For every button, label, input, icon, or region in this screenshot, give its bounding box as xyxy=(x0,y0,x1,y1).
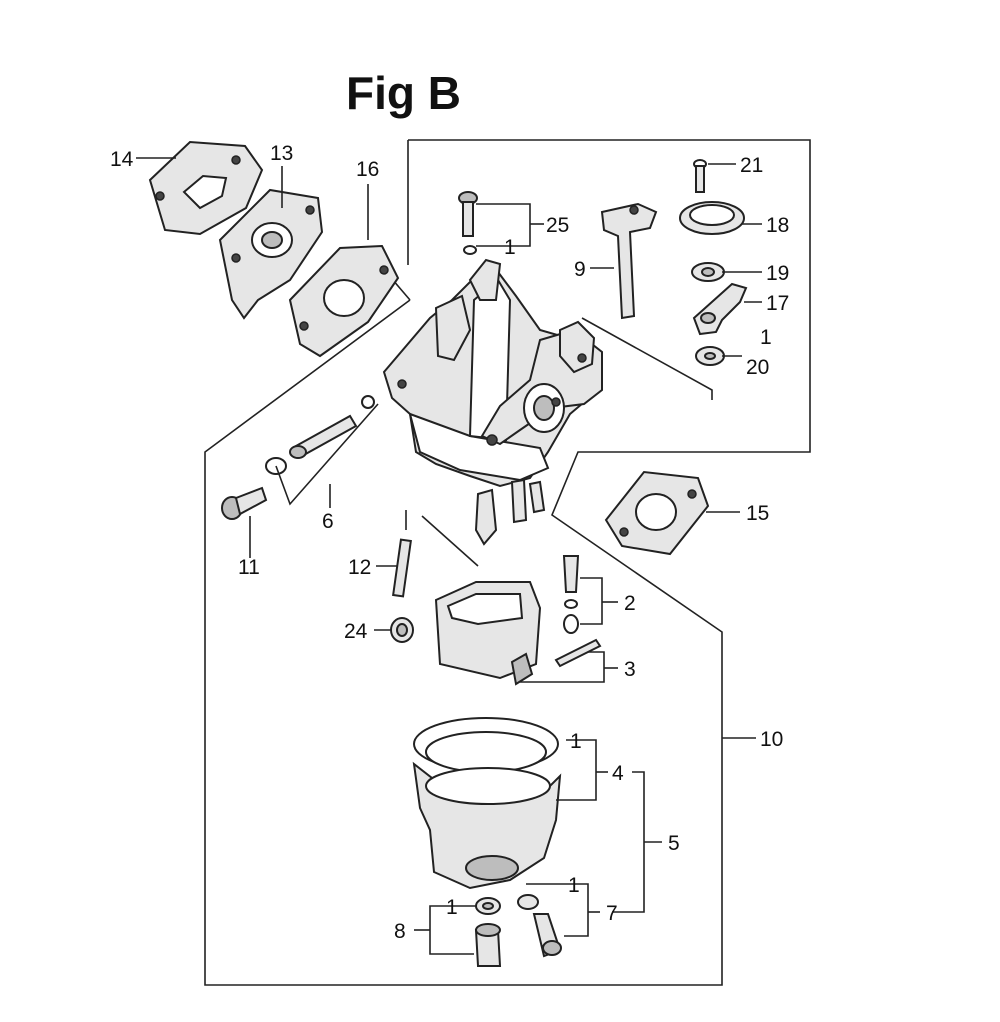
callout-5: 5 xyxy=(668,832,680,855)
part-3-float-pin xyxy=(554,638,602,668)
callout-1-washer: 1 xyxy=(504,236,516,259)
callout-14: 14 xyxy=(110,148,134,171)
part-14-insulator-gasket xyxy=(148,140,264,236)
callout-17: 17 xyxy=(766,292,789,315)
callout-6: 6 xyxy=(322,510,334,533)
carburetor-body xyxy=(382,258,603,546)
callout-10: 10 xyxy=(760,728,783,751)
callout-2: 2 xyxy=(624,592,636,615)
part-12-float-pin xyxy=(392,538,412,598)
callout-11: 11 xyxy=(238,556,260,579)
figure-title: Fig B xyxy=(346,67,461,119)
part-6-pilot-screw xyxy=(289,395,375,459)
callout-1-screw: 1 xyxy=(568,874,580,897)
part-13-carb-spacer xyxy=(218,188,324,320)
callout-20: 20 xyxy=(746,356,769,379)
callout-3: 3 xyxy=(624,658,636,681)
part-2-float-valve xyxy=(562,555,580,634)
part-25-screw xyxy=(458,191,478,255)
part-7-drain-screw xyxy=(517,894,562,958)
part-20-washer xyxy=(695,346,725,366)
callout-labels: 14 13 16 25 1 9 21 18 19 17 1 20 6 11 12… xyxy=(110,142,789,943)
leader-lines xyxy=(136,157,762,955)
callout-9: 9 xyxy=(574,258,586,281)
callout-1-bowl: 1 xyxy=(570,730,582,753)
float xyxy=(434,581,542,686)
callout-24: 24 xyxy=(344,620,368,643)
callout-12: 12 xyxy=(348,556,371,579)
callout-16: 16 xyxy=(356,158,379,181)
part-15-gasket xyxy=(604,470,710,556)
part-9-choke-lever xyxy=(600,202,658,320)
part-18-cover xyxy=(679,201,745,235)
callout-15: 15 xyxy=(746,502,769,525)
part-16-gasket xyxy=(288,244,400,358)
callout-13: 13 xyxy=(270,142,293,165)
callout-1-bolt: 1 xyxy=(446,896,458,919)
callout-1-choke: 1 xyxy=(760,326,772,349)
part-17-lever xyxy=(692,282,748,336)
part-19-washer xyxy=(691,262,725,282)
callout-7: 7 xyxy=(606,902,618,925)
part-24-seal xyxy=(390,617,414,643)
float-bowl xyxy=(412,717,562,890)
callout-25: 25 xyxy=(546,214,569,237)
callout-19: 19 xyxy=(766,262,789,285)
callout-21: 21 xyxy=(740,154,763,177)
callout-4: 4 xyxy=(612,762,624,785)
callout-18: 18 xyxy=(766,214,789,237)
part-21-screw xyxy=(693,159,707,193)
part-8-drain-bolt xyxy=(474,897,502,967)
callout-8: 8 xyxy=(394,920,406,943)
